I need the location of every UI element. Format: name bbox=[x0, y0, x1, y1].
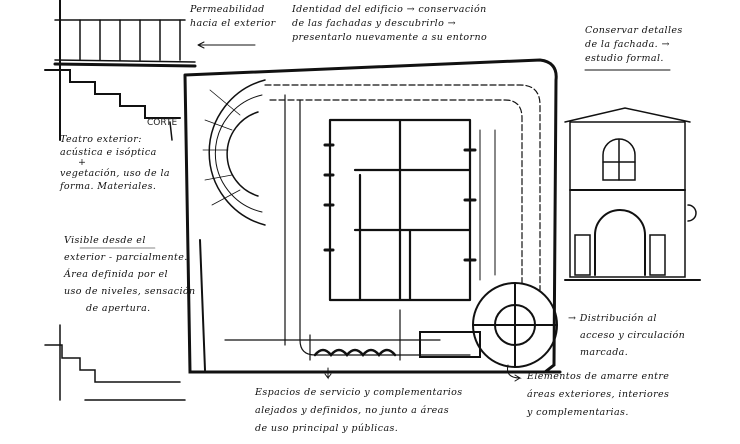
note-line: Conservar detalles bbox=[585, 25, 683, 36]
note-line: marcada. bbox=[580, 347, 629, 358]
annotation-arrows bbox=[79, 41, 671, 382]
note-line: Permeabilidad bbox=[190, 4, 265, 15]
note-services: Espacios de servicio y complementarios a… bbox=[255, 384, 463, 438]
note-line: de la fachada. → bbox=[585, 39, 670, 50]
note-line: acústica e isóptica bbox=[60, 147, 157, 158]
note-identity: Identidad del edificio → conservación de… bbox=[292, 3, 487, 45]
note-line: Elementos de amarre entre bbox=[527, 371, 670, 382]
note-line: alejados y definidos, no junto a áreas bbox=[255, 405, 449, 416]
site-plan bbox=[183, 58, 562, 374]
note-line: hacia el exterior bbox=[190, 18, 276, 29]
note-line: áreas exteriores, interiores bbox=[527, 389, 670, 400]
note-visible: Visible desde el exterior - parcialmente… bbox=[64, 232, 196, 317]
note-permeability: Permeabilidad hacia el exterior bbox=[190, 3, 276, 31]
note-line: forma. Materiales. bbox=[60, 181, 157, 192]
note-line: y complementarias. bbox=[527, 407, 629, 418]
note-facade: Conservar detalles de la fachada. → estu… bbox=[585, 24, 683, 66]
note-line: Teatro exterior: bbox=[60, 134, 142, 145]
note-line: Visible desde el bbox=[64, 235, 146, 246]
note-line: vegetación, uso de la bbox=[60, 168, 170, 179]
note-line: exterior - parcialmente. bbox=[64, 252, 188, 263]
note-line: uso de niveles, sensación bbox=[64, 286, 196, 297]
note-line: Área definida por el bbox=[64, 269, 168, 280]
note-linking: Elementos de amarre entre áreas exterior… bbox=[527, 368, 669, 422]
note-line: presentarlo nuevamente a su entorno bbox=[292, 32, 488, 43]
note-line: Identidad del edificio → conservación bbox=[292, 4, 487, 15]
note-line: de uso principal y públicas. bbox=[255, 423, 399, 434]
note-line: de apertura. bbox=[86, 303, 151, 314]
note-line: acceso y circulación bbox=[580, 330, 686, 341]
section-sketch bbox=[44, 0, 197, 141]
roundabout bbox=[472, 282, 558, 368]
facade-elevation bbox=[564, 107, 701, 281]
note-line: + bbox=[78, 157, 87, 168]
note-line: de las fachadas y descubrirlo → bbox=[292, 18, 456, 29]
note-theater: Teatro exterior: acústica e isóptica + v… bbox=[60, 133, 170, 193]
note-line: → Distribución al bbox=[568, 313, 657, 324]
note-line: Espacios de servicio y complementarios bbox=[255, 387, 463, 398]
note-distribution: → Distribución al acceso y circulación m… bbox=[568, 310, 685, 361]
lower-stairs-sketch bbox=[44, 324, 186, 401]
note-line: estudio formal. bbox=[585, 53, 664, 64]
section-label: CORTE bbox=[147, 118, 178, 128]
